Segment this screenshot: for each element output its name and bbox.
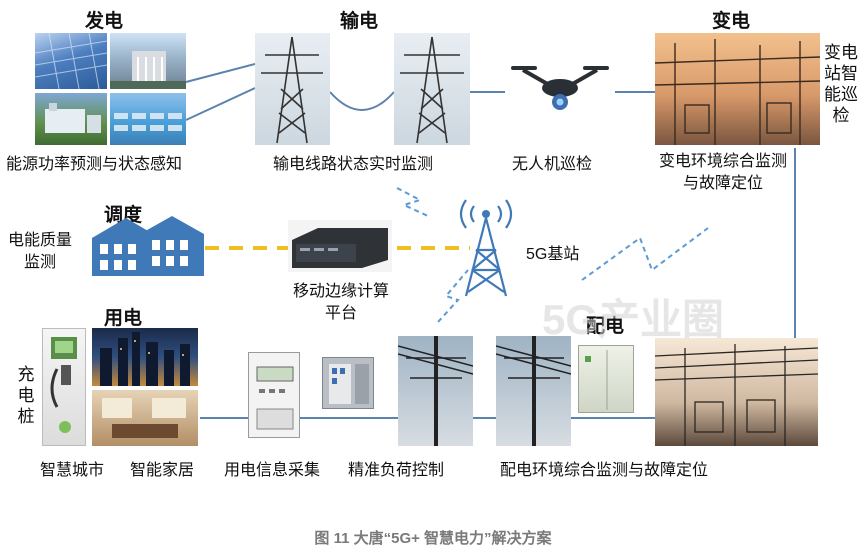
watermark: 5G产业圈 [542,286,724,347]
label-smart-city: 智慧城市 [40,456,104,480]
label-substation-monitor: 变电环境综合监测与故障定位 [652,151,794,195]
label-drone: 无人机巡检 [512,150,592,174]
dispatch-building-icon [92,210,204,276]
label-gen-forecast: 能源功率预测与状态感知 [6,150,182,174]
label-power-quality: 电能质量监测 [6,230,74,274]
wireless-link-substation [582,228,708,280]
smart-city-image [92,328,198,386]
power-plant-image [35,93,107,145]
label-smart-home: 智能家居 [130,456,194,480]
section-substation: 变电 [712,6,750,33]
distribution-substation-image [655,338,818,446]
transmission-tower-image-2 [394,33,470,145]
gen-to-tower-line-upper [186,64,255,82]
label-charging: 充电桩 [14,364,38,427]
smart-home-image [92,390,198,446]
label-info-collect: 用电信息采集 [224,456,320,480]
label-line-monitor: 输电线路状态实时监测 [273,150,433,174]
substation-image [655,33,820,145]
electricity-meter-image [248,352,300,438]
5g-tower-icon [450,188,522,298]
transmission-sag-line [330,92,394,110]
solar-panel-image [35,33,107,89]
edge-server-image [288,220,392,272]
label-base-station: 5G基站 [526,240,579,264]
hydropower-dam-image [110,33,186,89]
charging-pile-image [42,328,86,446]
section-transmission: 输电 [340,6,378,33]
distribution-box-image [578,345,634,413]
label-mec: 移动边缘计算平台 [286,281,396,325]
load-control-cabinet-image [322,357,374,409]
label-substation-patrol: 变电站智能巡检 [821,42,861,126]
section-generation: 发电 [85,6,123,33]
transmission-tower-image-1 [255,33,330,145]
distribution-pole-image-1 [398,336,473,446]
label-dist-monitor: 配电环境综合监测与故障定位 [500,456,708,480]
section-consumption: 用电 [104,303,142,330]
wireless-link-drone [397,188,428,216]
drone-image [505,58,615,114]
figure-caption: 图 11 大唐“5G+ 智慧电力”解决方案 [0,527,866,548]
solar-farm-image [110,93,186,145]
label-load-control: 精准负荷控制 [348,456,444,480]
gen-to-tower-line-lower [186,88,255,120]
distribution-pole-image-2 [496,336,571,446]
